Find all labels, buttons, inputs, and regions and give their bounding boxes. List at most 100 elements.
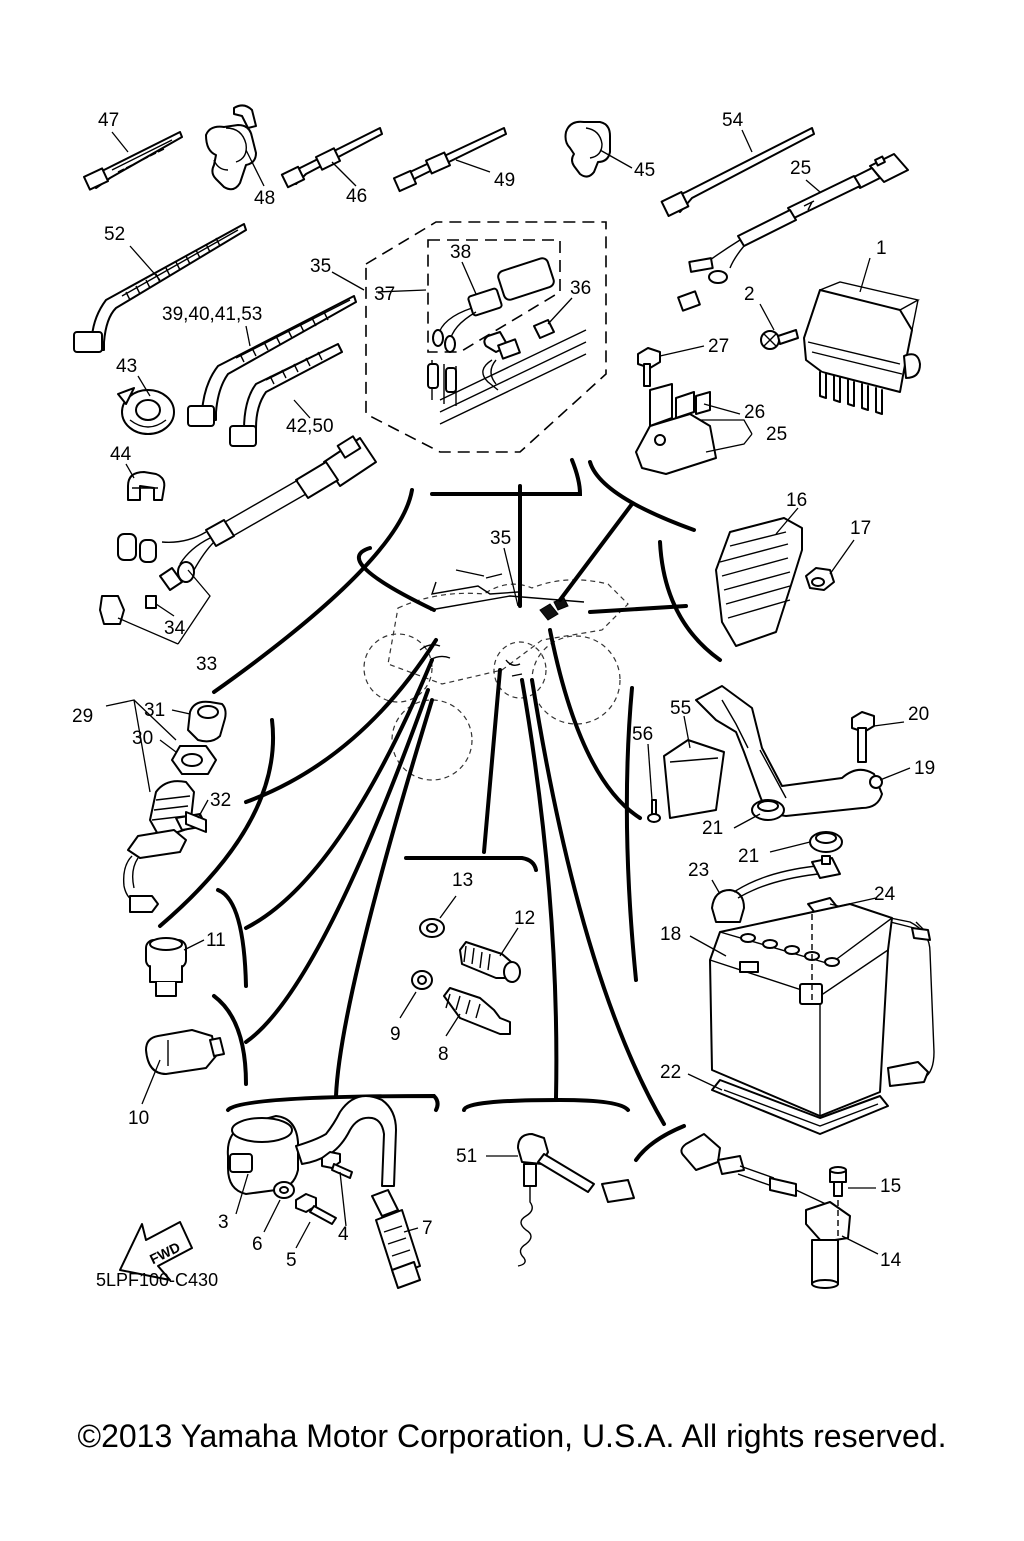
washer-6 xyxy=(273,1181,295,1199)
callout-32: 32 xyxy=(210,790,231,811)
callout-9: 9 xyxy=(390,1024,401,1045)
nut-17 xyxy=(805,567,835,591)
lead-23 xyxy=(711,855,841,923)
callout-27: 26 xyxy=(744,402,765,423)
callout-22: 22 xyxy=(660,1062,681,1083)
callout-24: 24 xyxy=(874,884,896,905)
fwd-arrow-icon: FWD xyxy=(119,1221,193,1281)
callout-35-box: 35 xyxy=(310,256,331,277)
callout-numbers: 47 48 46 49 45 54 25 1 2 27 26 25 16 17 … xyxy=(72,110,935,1271)
callout-28: 27 xyxy=(708,336,729,357)
switch-8 xyxy=(443,987,511,1035)
washer-9 xyxy=(411,970,433,990)
callout-leaders xyxy=(105,129,911,1255)
callout-21b: 21 xyxy=(738,846,759,867)
cover-55 xyxy=(663,739,725,819)
callout-12: 12 xyxy=(514,908,535,929)
pad-22 xyxy=(711,1079,889,1135)
cable-tie-42 xyxy=(229,343,343,447)
group-braces xyxy=(158,458,722,1162)
callout-30: 30 xyxy=(132,728,153,749)
callout-52: 52 xyxy=(104,224,125,245)
ignition-coil-3 xyxy=(226,1095,397,1195)
callout-2: 2 xyxy=(744,284,755,305)
washer-13 xyxy=(419,918,445,938)
callout-39-40-41-53: 39,40,41,53 xyxy=(162,304,262,325)
diagram-code: 5LPF100-C430 xyxy=(96,1270,218,1290)
callout-25: 25 xyxy=(790,158,811,179)
callout-51: 51 xyxy=(456,1146,477,1167)
callout-7: 7 xyxy=(422,1218,433,1239)
callout-1: 1 xyxy=(876,238,887,259)
callout-3: 3 xyxy=(218,1212,229,1233)
switch-11 xyxy=(145,937,187,997)
cable-tie-47 xyxy=(82,131,183,191)
battery-18 xyxy=(709,903,893,1117)
rectifier-regulator-16 xyxy=(715,517,803,647)
callout-20: 20 xyxy=(908,704,929,725)
pin-56 xyxy=(647,799,661,823)
cable-tie-54 xyxy=(660,127,815,218)
switch-12 xyxy=(459,941,521,983)
callout-47: 47 xyxy=(98,110,119,131)
leader-lines xyxy=(244,484,688,1126)
bolt-20 xyxy=(851,711,875,763)
callout-26: 25 xyxy=(766,424,787,445)
callout-11: 11 xyxy=(206,930,226,951)
clamp-43 xyxy=(117,387,175,435)
damper-21b xyxy=(809,831,843,853)
callout-8: 8 xyxy=(438,1044,449,1065)
callout-38: 38 xyxy=(450,242,471,263)
clamp-48 xyxy=(205,104,257,191)
callout-56: 56 xyxy=(632,724,653,745)
callout-45: 45 xyxy=(634,160,655,181)
bolt-15 xyxy=(829,1166,847,1240)
callout-13: 13 xyxy=(452,870,473,891)
callout-44: 44 xyxy=(110,444,132,465)
callout-15: 15 xyxy=(880,1176,901,1197)
starter-relay-26 xyxy=(635,290,717,475)
main-switch-29 xyxy=(122,700,227,913)
speed-sensor-14 xyxy=(680,1133,851,1289)
bolt-5 xyxy=(295,1193,337,1225)
sensor-51 xyxy=(517,1133,635,1267)
callout-55: 55 xyxy=(670,698,691,719)
callout-33: 33 xyxy=(196,654,217,675)
callout-36: 36 xyxy=(570,278,591,299)
switch-10 xyxy=(145,1029,225,1075)
cable-tie-49 xyxy=(392,127,507,193)
callout-16: 16 xyxy=(786,490,807,511)
callout-4: 4 xyxy=(338,1224,349,1245)
clamp-45 xyxy=(564,120,611,178)
callout-42-50: 42,50 xyxy=(286,416,334,437)
callout-37: 37 xyxy=(374,284,395,305)
wire-harness-33 xyxy=(99,435,377,625)
cable-tie-52 xyxy=(73,223,247,353)
callout-46: 46 xyxy=(346,186,367,207)
damper-21a xyxy=(751,799,785,821)
bolt-28 xyxy=(637,347,661,387)
callout-19: 19 xyxy=(914,758,935,779)
callout-18: 18 xyxy=(660,924,681,945)
copyright-notice: ©2013 Yamaha Motor Corporation, U.S.A. A… xyxy=(77,1418,947,1454)
callout-49: 49 xyxy=(494,170,515,191)
callout-23: 23 xyxy=(688,860,709,881)
cdi-unit-1 xyxy=(803,281,921,415)
wire-harness-box-35 xyxy=(365,221,607,453)
callout-10: 10 xyxy=(128,1108,149,1129)
callout-43: 43 xyxy=(116,356,137,377)
callout-5: 5 xyxy=(286,1250,297,1271)
callout-17: 17 xyxy=(850,518,871,539)
lead-wire-25 xyxy=(688,153,909,284)
callout-34: 34 xyxy=(164,618,186,639)
callout-21a: 21 xyxy=(702,818,723,839)
callout-54: 54 xyxy=(722,110,744,131)
spark-plug-cap-7 xyxy=(371,1189,421,1289)
callout-48: 48 xyxy=(254,188,275,209)
screw-2 xyxy=(760,329,799,350)
atv-silhouette xyxy=(363,569,629,781)
clamp-44 xyxy=(127,471,166,501)
callout-14: 14 xyxy=(880,1250,902,1271)
